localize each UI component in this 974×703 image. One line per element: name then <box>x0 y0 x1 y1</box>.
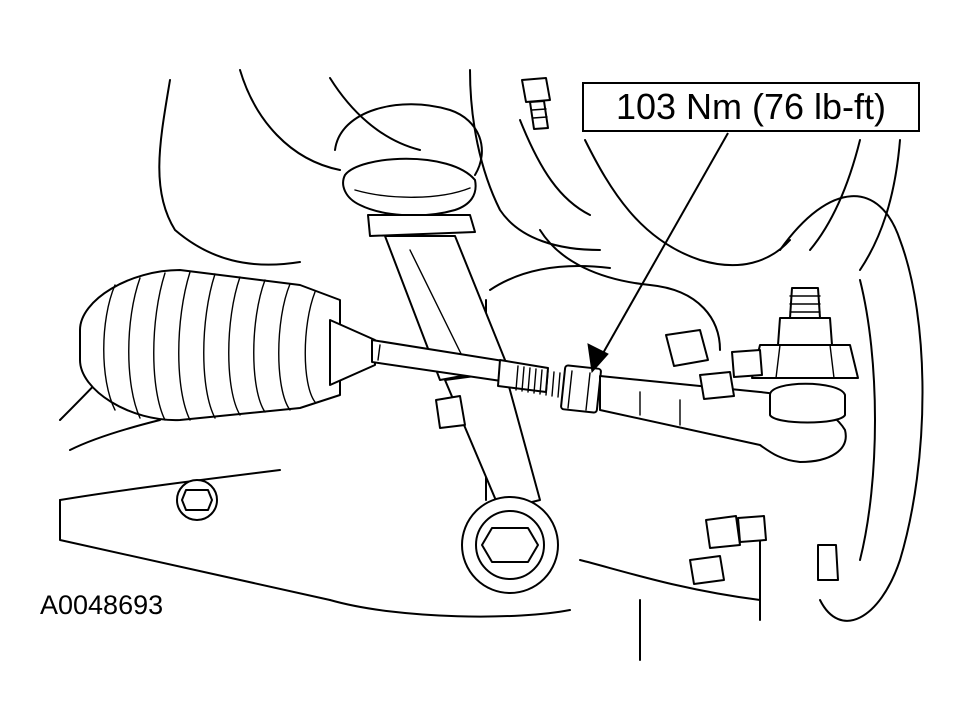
callout-leader <box>587 132 729 374</box>
tie-rod-threads <box>515 365 561 398</box>
lower-left-bolt <box>176 479 218 521</box>
lower-arm-bushing <box>461 496 559 594</box>
steering-rack-boot <box>79 269 376 422</box>
figure-id: A0048693 <box>40 590 164 620</box>
torque-callout: 103 Nm (76 lb-ft) <box>582 82 920 132</box>
bolts <box>435 329 767 585</box>
upper-bolt <box>521 77 551 130</box>
strut-tube <box>367 214 541 511</box>
ball-joint-stud <box>751 287 859 424</box>
steering-knuckle <box>779 195 924 622</box>
jam-nut <box>560 364 602 414</box>
inner-tie-rod <box>371 339 549 393</box>
strut-boot <box>334 103 483 217</box>
